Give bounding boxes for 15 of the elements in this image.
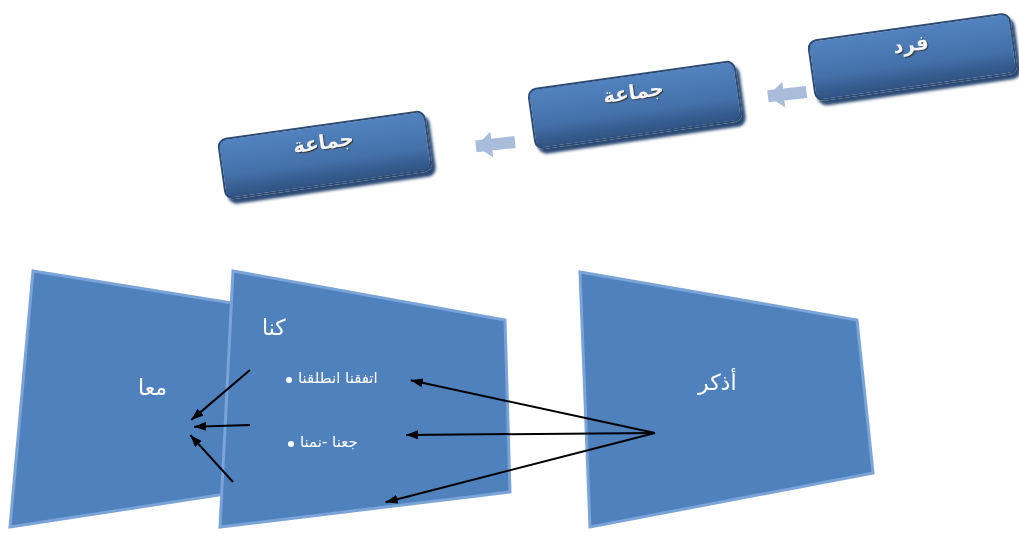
block-arrow [475, 131, 516, 158]
panel-heading: كنا [262, 315, 286, 340]
bevel-button: جماعة [216, 109, 434, 201]
panel-heading: معا [138, 375, 168, 400]
arrow [189, 434, 234, 483]
bevel-button: جماعة [526, 59, 744, 151]
block-arrow [767, 81, 808, 108]
bullet-text: اتفقنا انطلقنا [298, 369, 378, 387]
bullet-text: جعنا -نمنا [300, 433, 358, 451]
arrow [190, 369, 251, 421]
arrow [409, 378, 656, 434]
bevel-button: فرد [806, 12, 1019, 102]
arrow [384, 432, 656, 504]
arrow [193, 421, 251, 431]
panel-heading: أذكر [698, 370, 737, 395]
